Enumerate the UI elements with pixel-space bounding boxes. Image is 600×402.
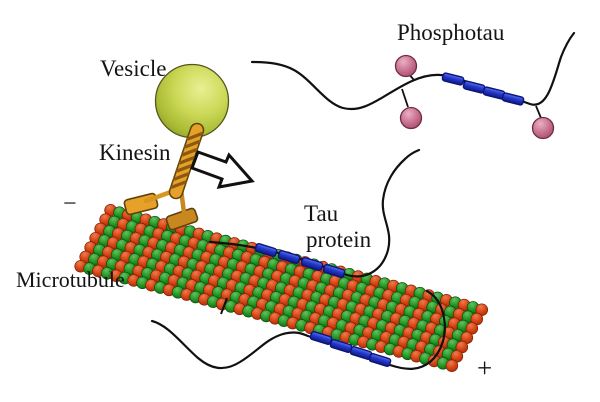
kinesin-label: Kinesin xyxy=(99,140,171,165)
microtubule-label: Microtubule xyxy=(16,267,125,292)
tau-protein-label-line2: protein xyxy=(306,227,372,252)
direction-arrow xyxy=(190,150,255,189)
tau-binding-repeat xyxy=(462,80,486,94)
tau-protein-upper xyxy=(208,148,421,278)
phosphotau-molecule xyxy=(250,31,576,140)
tau-protein-lower xyxy=(150,289,446,370)
microtubule-lattice xyxy=(74,204,489,372)
phosphotau-label: Phosphotau xyxy=(397,20,505,45)
plus-end-label: + xyxy=(477,353,492,383)
vesicle-label: Vesicle xyxy=(100,56,166,81)
kinesin-motor xyxy=(123,122,205,231)
tau-binding-repeat xyxy=(441,72,465,86)
tau-binding-repeat xyxy=(482,86,506,100)
tau-binding-repeat xyxy=(368,353,392,367)
phosphate-group xyxy=(399,106,423,130)
phosphate-stalk xyxy=(535,105,542,119)
phosphate-group xyxy=(394,54,418,78)
tau-lower-projection xyxy=(220,297,228,315)
minus-end-label: − xyxy=(63,191,77,217)
kinesin-foot-right xyxy=(165,207,199,231)
tau-binding-repeat xyxy=(322,264,346,278)
tau-lower-backbone xyxy=(150,289,446,370)
tau-binding-repeat xyxy=(501,92,525,106)
tau-protein-label-line1: Tau xyxy=(304,201,339,226)
kinesin-coil-stripes xyxy=(170,132,203,189)
tubulin-sphere-red xyxy=(445,359,459,372)
tau-binding-repeat xyxy=(254,243,278,257)
tau-binding-repeat xyxy=(277,250,301,264)
tau-binding-repeat xyxy=(300,257,324,271)
phosphotau-backbone xyxy=(250,31,576,111)
phosphate-group xyxy=(531,116,555,140)
phosphate-stalk xyxy=(401,88,409,108)
